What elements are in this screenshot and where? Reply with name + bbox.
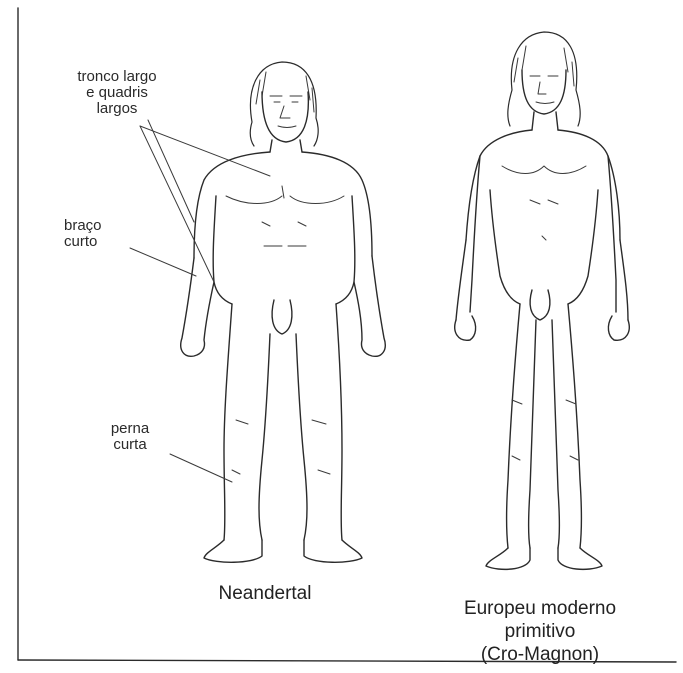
pointer-leg: [170, 454, 232, 482]
caption-cromagnon-line-1: Europeu moderno: [430, 597, 650, 620]
pointer-trunk-side: [148, 120, 194, 222]
cromagnon-figure: [455, 32, 629, 569]
label-trunk-line-1: tronco largo: [52, 69, 182, 85]
neandertal-figure: [181, 62, 386, 562]
label-leg-line-1: perna: [100, 421, 160, 437]
caption-neandertal-line-1: Neandertal: [190, 582, 340, 605]
label-trunk-line-2: e quadris: [52, 85, 182, 101]
caption-cromagnon-line-2: primitivo: [430, 620, 650, 643]
label-arm-line-2: curto: [64, 234, 144, 250]
label-arm: braço curto: [64, 218, 144, 250]
label-trunk: tronco largo e quadris largos: [52, 69, 182, 117]
label-arm-line-1: braço: [64, 218, 144, 234]
caption-cromagnon: Europeu moderno primitivo (Cro-Magnon): [430, 597, 650, 666]
pointer-arm: [130, 248, 196, 276]
caption-neandertal: Neandertal: [190, 582, 340, 605]
label-leg-line-2: curta: [100, 437, 160, 453]
label-trunk-line-3: largos: [52, 101, 182, 117]
pointer-hips: [140, 126, 214, 282]
caption-cromagnon-line-3: (Cro-Magnon): [430, 643, 650, 666]
label-leg: perna curta: [100, 421, 160, 453]
